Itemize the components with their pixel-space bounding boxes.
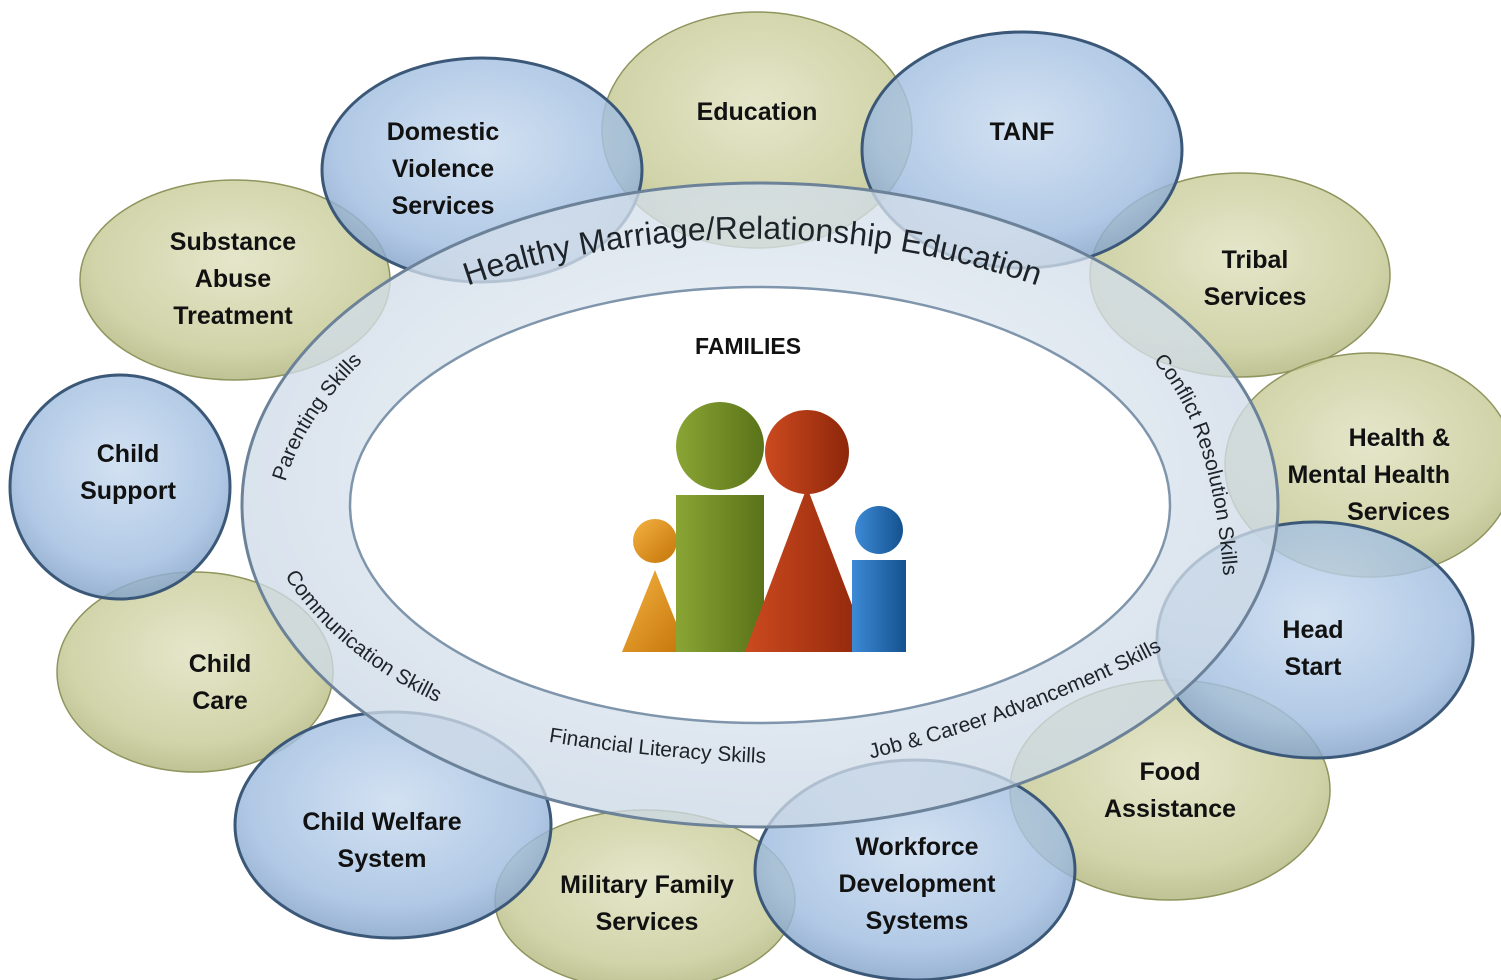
service-label-line: Assistance [1104,795,1236,823]
service-label-line: Military Family [560,871,734,899]
service-label-line: Child Welfare [302,808,461,836]
service-label-line: Care [192,687,248,715]
orange-figure-head [633,519,677,563]
service-label-line: Food [1139,758,1200,786]
service-label-line: Services [392,192,495,220]
service-label-line: Health & [1349,424,1450,452]
service-label-line: Systems [866,907,969,935]
service-label-line: Tribal [1222,246,1289,274]
service-label-line: Education [697,98,818,126]
service-label-line: Services [596,908,699,936]
family-figures-icon [622,402,906,652]
blue-figure-body [852,560,906,652]
service-label-line: Services [1347,498,1450,526]
service-label-line: Treatment [173,302,293,330]
service-label-line: Workforce [855,833,978,861]
service-label-line: Substance [170,228,297,256]
service-label-line: Head [1282,616,1343,644]
service-label-line: Abuse [195,265,272,293]
service-label-line: Domestic [387,118,500,146]
service-label-line: Violence [392,155,494,183]
service-label: Education [697,98,818,126]
service-label-line: Child [189,650,252,678]
service-bubble-shape [8,373,232,601]
orange-figure-body [622,570,688,652]
service-label: TANF [990,118,1055,146]
center-title: FAMILIES [695,333,801,359]
blue-figure-head [855,506,903,554]
service-label-line: Mental Health [1287,461,1450,489]
green-figure-body [676,495,764,652]
service-label-line: Support [80,477,176,505]
service-label-line: System [338,845,427,873]
red-figure-body [745,487,870,652]
service-label-line: Start [1285,653,1343,681]
service-label-line: Development [839,870,997,898]
green-figure-head [676,402,764,490]
service-label-line: Services [1204,283,1307,311]
service-label-line: TANF [990,118,1055,146]
red-figure-head [765,410,849,494]
service-label-line: Child [97,440,160,468]
